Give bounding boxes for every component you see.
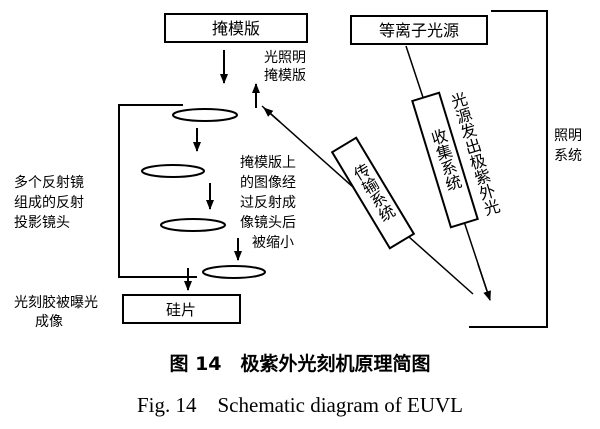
- illum-mask-label-1: 光照明: [264, 50, 306, 66]
- reduce-label-5: 被缩小: [252, 235, 294, 251]
- mirror-1: [172, 108, 238, 122]
- figure-caption-chinese: 图 14 极紫外光刻机原理简图: [169, 353, 431, 375]
- mask-box-label: 掩模版: [212, 19, 260, 38]
- mirror-group-bracket: [118, 104, 197, 278]
- illumination-system-bracket: [469, 10, 548, 328]
- illum-system-label-2: 系统: [554, 148, 582, 164]
- reduce-label-1: 掩模版上: [240, 155, 296, 171]
- reflected-ray-arrow: [263, 107, 281, 123]
- reduce-label-4: 像镜头后: [240, 215, 296, 231]
- figure-caption-english: Fig. 14 Schematic diagram of EUVL: [136, 393, 463, 417]
- source-box-label: 等离子光源: [379, 21, 459, 40]
- source-box: [350, 15, 488, 45]
- mirrors-label-3: 投影镜头: [14, 215, 70, 231]
- wafer-box-label: 硅片: [166, 301, 196, 319]
- illum-system-label-1: 照明: [554, 128, 582, 144]
- collect-system-box: [411, 91, 479, 229]
- transmit-system-box: [330, 136, 416, 250]
- mirrors-label-2: 组成的反射: [14, 195, 84, 211]
- mirror-4: [202, 265, 266, 279]
- wafer-box: [122, 294, 241, 324]
- mirror-2: [141, 164, 205, 178]
- resist-label-2: 成像: [35, 314, 63, 330]
- source-ray-arrow: [477, 263, 491, 301]
- resist-label-1: 光刻胶被曝光: [14, 294, 98, 311]
- illum-mask-label-2: 掩模版: [264, 68, 306, 84]
- reduce-label-2: 的图像经: [240, 175, 296, 191]
- reduce-label-3: 过反射成: [240, 195, 296, 211]
- euvl-diagram: 掩模版 等离子光源 硅片 收集系统 传输系统 光源发出极紫外光 光照明 掩模版 …: [14, 10, 582, 330]
- mirrors-label-1: 多个反射镜: [14, 174, 84, 191]
- mask-box: [164, 13, 308, 43]
- mirror-3: [160, 218, 226, 232]
